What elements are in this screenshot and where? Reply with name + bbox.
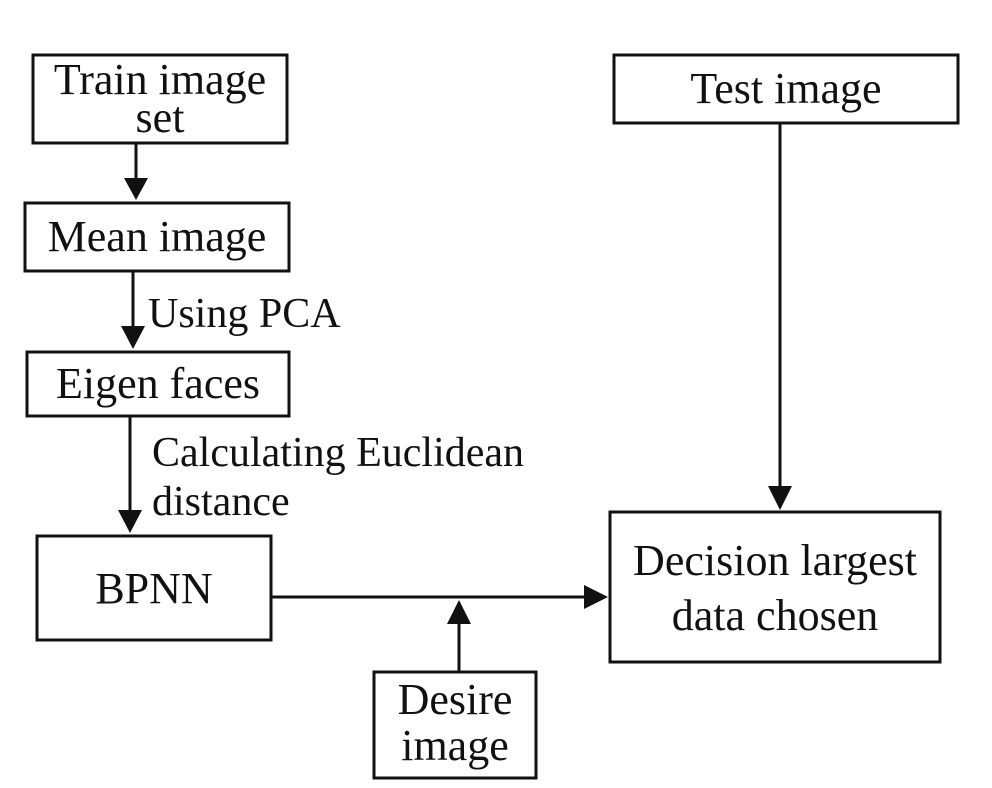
node-mean-label: Mean image — [48, 212, 267, 261]
edge-euclidean-label-line2: distance — [152, 479, 290, 525]
node-decision-label-line2: data chosen — [672, 591, 878, 640]
edge-euclidean-label-line1: Calculating Euclidean — [152, 430, 524, 476]
node-desire-label-line1: Desire — [398, 675, 513, 724]
node-desire-image: Desire image — [372, 670, 538, 780]
node-bpnn: BPNN — [35, 534, 273, 642]
edge-train-to-mean — [124, 143, 148, 200]
edge-test-to-decision — [768, 123, 792, 510]
edge-bpnn-to-decision — [271, 585, 608, 609]
edge-desire-to-line — [447, 600, 471, 672]
node-desire-label-line2: image — [401, 721, 509, 770]
node-decision: Decision largest data chosen — [608, 510, 942, 664]
node-bpnn-label: BPNN — [95, 564, 212, 613]
node-train-label-line2: set — [136, 93, 185, 142]
node-decision-label-line1: Decision largest — [633, 536, 917, 585]
node-test-label: Test image — [690, 64, 881, 113]
node-test-image: Test image — [612, 53, 960, 125]
node-train-label-line1: Train image — [54, 55, 266, 104]
node-eigen-label: Eigen faces — [56, 359, 260, 408]
edge-mean-to-eigen: Using PCA — [121, 271, 341, 349]
edge-using-pca-label: Using PCA — [148, 291, 341, 337]
node-mean-image: Mean image — [23, 201, 291, 273]
node-eigen-faces: Eigen faces — [25, 350, 291, 418]
edge-eigen-to-bpnn: Calculating Euclidean distance — [118, 416, 524, 533]
node-train-image-set: Train image set — [31, 53, 289, 145]
